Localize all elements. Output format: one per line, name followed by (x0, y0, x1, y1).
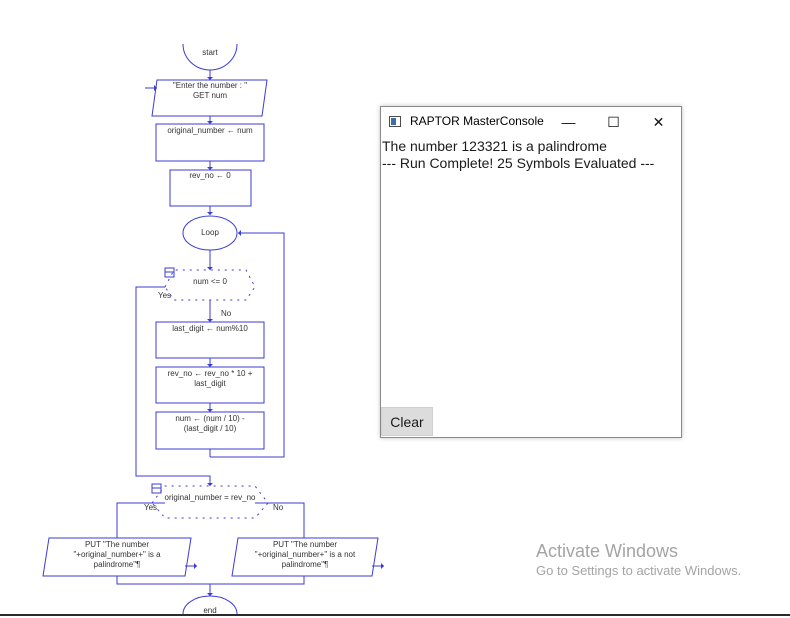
arrow-head (194, 563, 197, 569)
palindrome-yes-label: Yes (144, 503, 157, 512)
console-title: RAPTOR MasterConsole (410, 114, 544, 128)
output-yes-box (42, 537, 192, 577)
master-console-window: RAPTOR MasterConsole — ☐ ✕ The number 12… (380, 106, 682, 438)
loop-exit-line (135, 286, 211, 486)
watermark-subtitle: Go to Settings to activate Windows. (536, 563, 742, 578)
arrow-head (154, 85, 157, 91)
arrow-head (381, 563, 384, 569)
arrow-head (207, 593, 213, 596)
loop-back-line (210, 232, 285, 458)
arrow-head (207, 483, 213, 486)
arrow-head (207, 267, 213, 270)
start-oval (182, 43, 238, 71)
loop-no-label: No (221, 309, 232, 318)
branch-yes-line (116, 502, 165, 538)
palindrome-condition-text: original_number = rev_no (165, 493, 256, 502)
activate-windows-watermark: Activate Windows Go to Settings to activ… (536, 540, 741, 580)
assign-revno-update-text-2: last_digit (194, 379, 226, 388)
start-label: start (202, 48, 218, 57)
loop-oval (182, 215, 238, 251)
branch-merge-line (116, 576, 305, 585)
output-no-text-3: palindrome"¶ (282, 560, 329, 569)
loop-label: Loop (201, 228, 219, 237)
minimize-button[interactable]: — (561, 114, 576, 130)
assign-lastdigit-text: last_digit ← num%10 (172, 324, 248, 333)
close-button[interactable]: ✕ (652, 114, 665, 130)
watermark-title: Activate Windows (536, 541, 679, 561)
palindrome-condition-diamond (151, 485, 269, 519)
arrow-head (207, 319, 213, 322)
output-no-text-1: PUT "The number (273, 540, 337, 549)
assign-revno-text: rev_no ← 0 (189, 171, 231, 180)
console-output-line: The number 123321 is a palindrome (382, 138, 607, 154)
output-yes-text-1: PUT "The number (85, 540, 149, 549)
assign-revno-box (169, 169, 252, 207)
console-output-line: --- Run Complete! 25 Symbols Evaluated -… (382, 155, 655, 171)
loop-yes-label: Yes (158, 291, 171, 300)
assign-num-update-text-1: num ← (num / 10) - (175, 414, 245, 423)
loop-condition-text: num <= 0 (193, 277, 227, 286)
output-yes-text-3: palindrome"¶ (94, 560, 141, 569)
taskbar-edge (0, 614, 790, 616)
output-no-text-2: "+original_number+" is a not (255, 550, 356, 559)
input-get-text: GET num (193, 91, 227, 100)
arrow-head (207, 212, 213, 215)
input-prompt-text: "Enter the number : " (173, 81, 247, 90)
assign-revno-update-text-1: rev_no ← rev_no * 10 + (168, 369, 253, 378)
maximize-button[interactable]: ☐ (607, 114, 620, 130)
arrow-head (207, 364, 213, 367)
arrow-head (207, 77, 213, 80)
arrow-head (238, 230, 241, 236)
output-yes-text-2: "+original_number+" is a (73, 550, 161, 559)
output-no-box (231, 537, 379, 577)
arrow-head (207, 121, 213, 124)
raptor-app-icon (389, 116, 401, 127)
assign-original-text: original_number ← num (167, 126, 253, 135)
palindrome-no-label: No (273, 503, 284, 512)
end-label: end (203, 606, 216, 615)
clear-button[interactable]: Clear (381, 407, 433, 436)
arrow-head (207, 409, 213, 412)
branch-no-line (255, 502, 305, 538)
console-titlebar[interactable]: RAPTOR MasterConsole — ☐ ✕ (381, 107, 681, 137)
console-output[interactable]: The number 123321 is a palindrome --- Ru… (382, 138, 678, 172)
assign-num-update-text-2: (last_digit / 10) (184, 424, 237, 433)
arrow-head (207, 167, 213, 170)
input-box (151, 79, 268, 117)
